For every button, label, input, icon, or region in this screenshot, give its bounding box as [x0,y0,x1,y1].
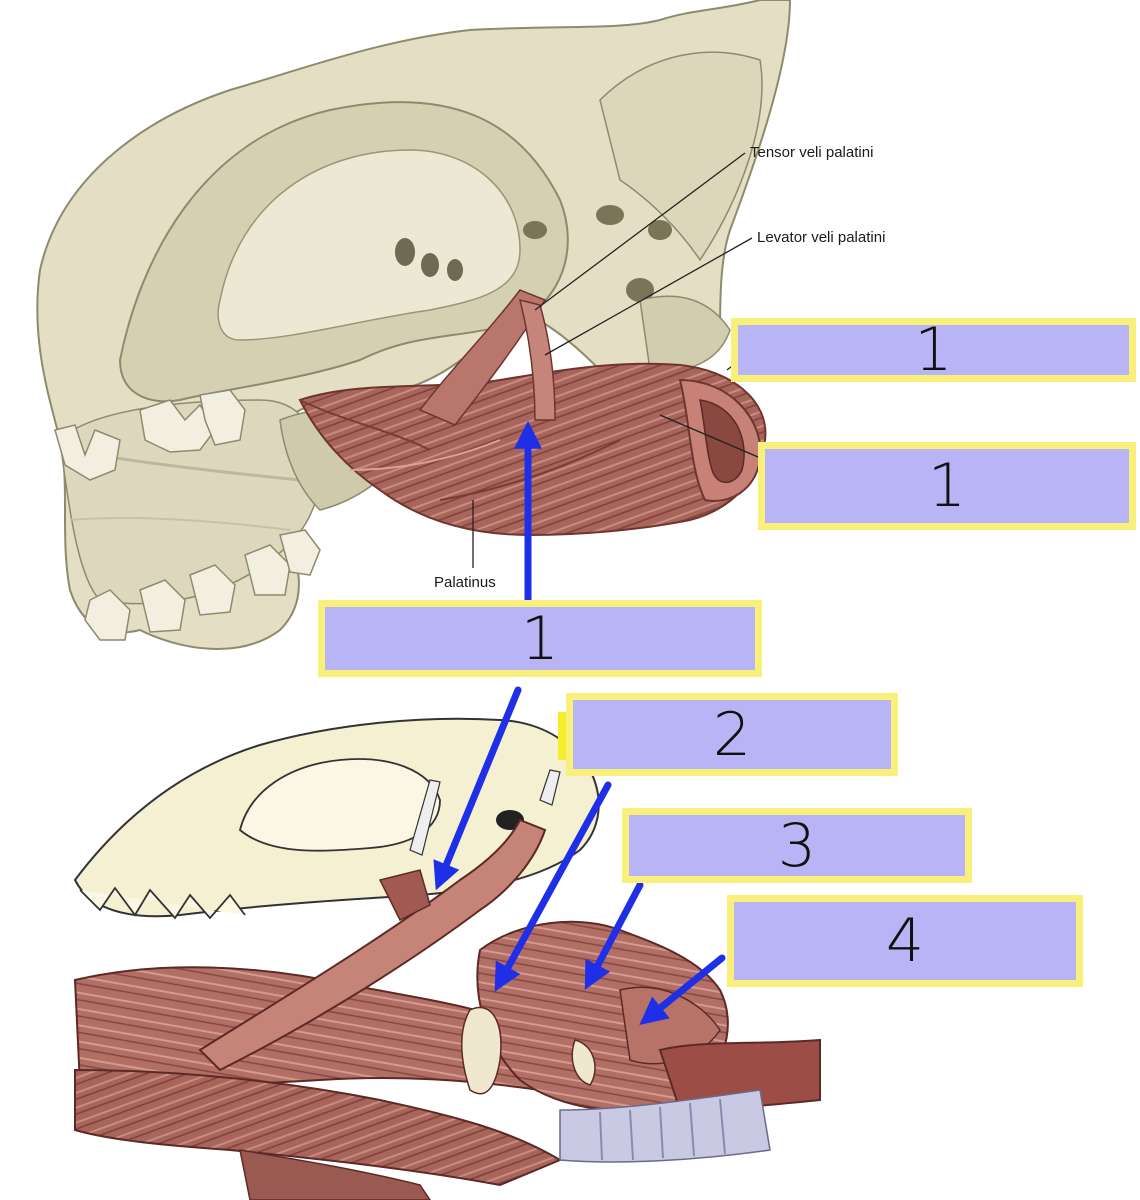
palatinus-label: Palatinus [434,574,496,591]
box2-leader-line [659,414,766,461]
levator-leader-line [544,237,753,356]
answer-box-6[interactable]: 4 [727,895,1083,987]
answer-box-text: 1 [927,451,967,521]
skull-illustration [36,0,792,650]
answer-box-1[interactable]: 1 [731,318,1136,382]
pharynx-muscle-illustration [73,717,821,1200]
levator-veli-palatini-label: Levator veli palatini [757,229,886,246]
answer-box-text: 1 [520,603,560,674]
answer-box-4[interactable]: 2 [566,693,898,776]
answer-box-2[interactable]: 1 [758,442,1136,530]
arrow-icon [433,686,522,891]
answer-box-text: 2 [712,699,752,770]
arrow-icon [639,954,726,1026]
answer-box-text: 4 [885,906,925,976]
arrow-icon [494,781,612,992]
answer-box-text: 1 [914,315,953,385]
arrow-icon [584,881,644,990]
tensor-veli-palatini-label: Tensor veli palatini [750,144,874,161]
arrows [433,420,726,1026]
answer-box-5[interactable]: 3 [622,808,972,883]
answer-box-text: 3 [777,810,817,881]
tensor-leader-line [534,152,746,311]
answer-box-3[interactable]: 1 [318,600,762,677]
